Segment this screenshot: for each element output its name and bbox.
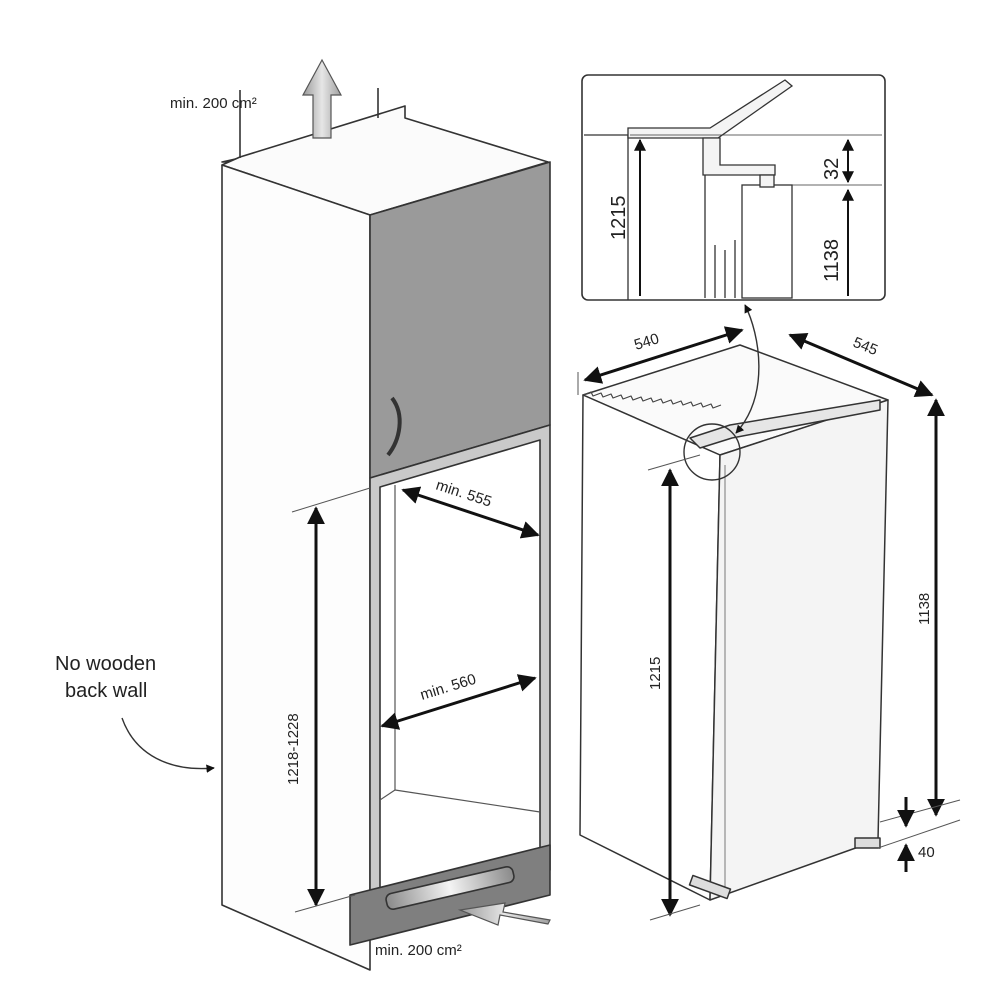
detail-inset: 1215 1138 32 xyxy=(581,74,886,301)
appliance-total-height-label: 1215 xyxy=(647,657,664,690)
appliance-drawing xyxy=(579,344,889,901)
detail-hinge-offset-label: 32 xyxy=(821,158,843,180)
appliance-hinge-plate xyxy=(689,399,881,449)
appliance-width-label: 540 xyxy=(632,330,661,354)
detail-total-height-label: 1215 xyxy=(608,196,630,241)
appliance-body-height-label: 1138 xyxy=(916,593,933,625)
appliance-width-arrow xyxy=(583,326,744,384)
cabinet-side-face xyxy=(221,164,371,971)
vent-bottom-label: min. 200 cm² xyxy=(375,942,462,959)
top-airflow-arrow xyxy=(301,58,343,139)
feet-height-label: 40 xyxy=(918,844,935,861)
niche-height-label: 1218-1228 xyxy=(285,713,302,785)
cabinet-drawing xyxy=(221,88,551,971)
back-wall-note-line1: No wooden xyxy=(55,653,156,675)
plinth-vent-slot xyxy=(385,865,515,911)
door-handle xyxy=(386,396,402,457)
back-wall-pointer-arrow xyxy=(121,717,215,773)
niche-depth-arrow xyxy=(401,486,540,539)
appliance-door xyxy=(709,399,889,901)
detail-callout-arrow xyxy=(735,304,760,434)
back-wall-note-line2: back wall xyxy=(65,680,147,702)
appliance-side-face xyxy=(579,394,721,901)
bottom-airflow-arrow xyxy=(457,902,551,926)
niche-width-arrow xyxy=(380,674,537,730)
appliance-depth-label: 545 xyxy=(851,334,881,359)
niche-height-dimension xyxy=(291,487,371,913)
vent-top-label: min. 200 cm² xyxy=(170,95,257,112)
detail-callout-circle xyxy=(683,423,741,481)
detail-body-height-label: 1138 xyxy=(821,239,843,282)
appliance-depth-arrow xyxy=(788,333,934,397)
appliance-rear-edge xyxy=(582,391,722,409)
